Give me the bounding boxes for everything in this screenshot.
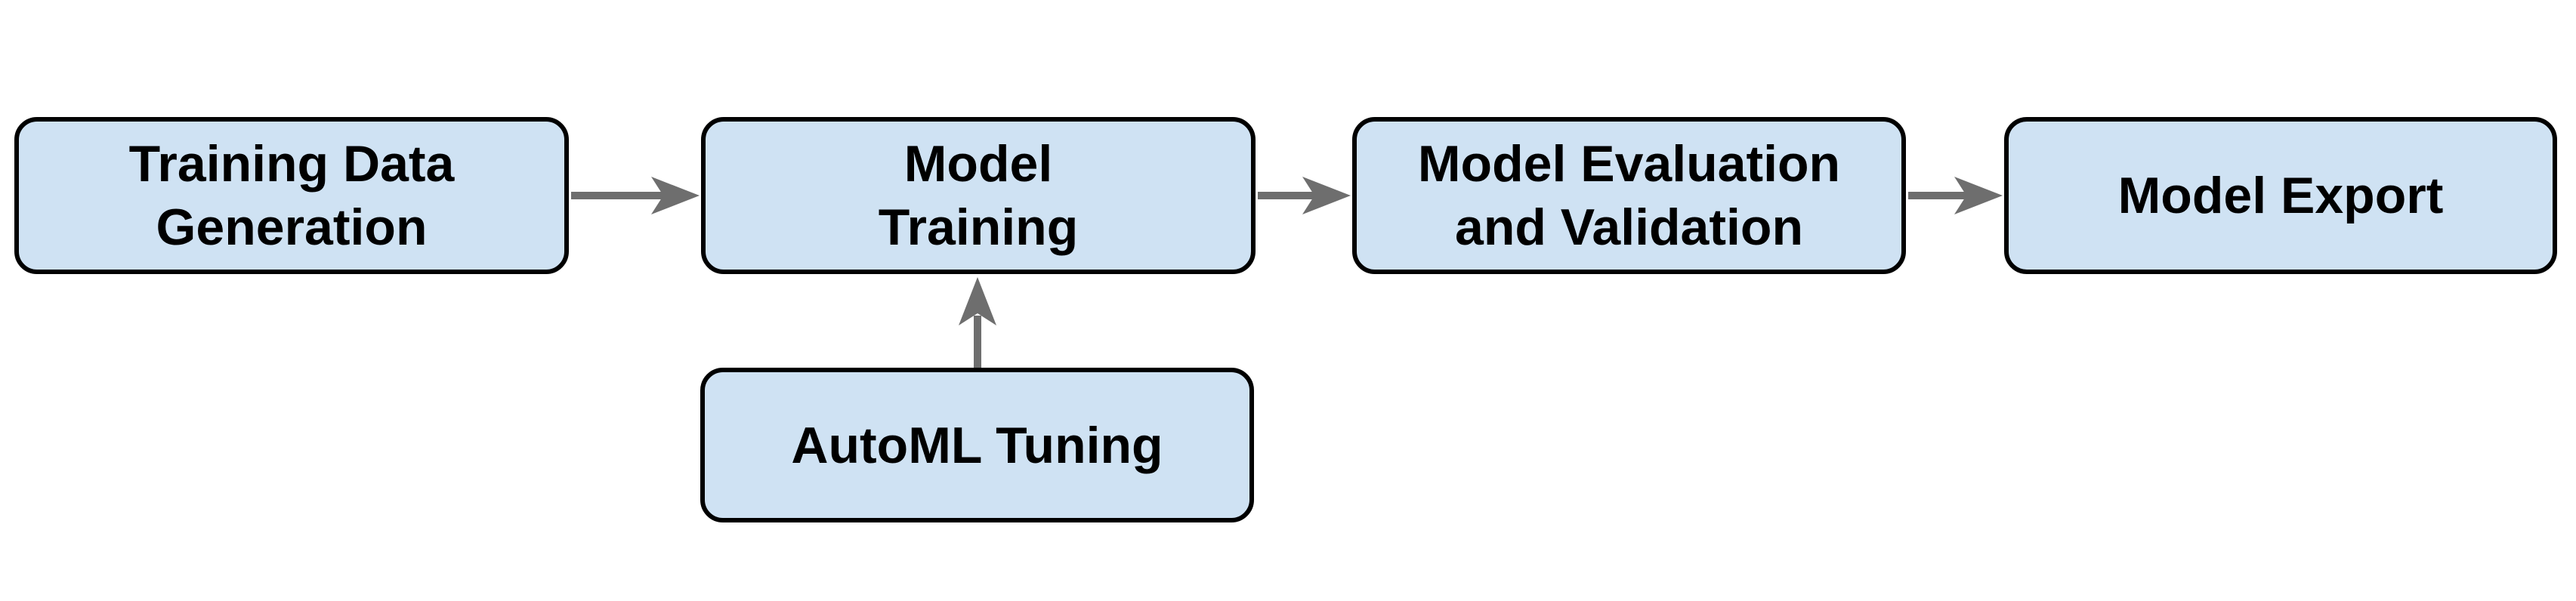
- node-label-line: Model Export: [2117, 167, 2444, 224]
- node-automl-tuning: AutoML Tuning: [700, 368, 1254, 522]
- arrow-training-data-generation-to-model-training: [571, 177, 700, 214]
- node-label-line: Model: [903, 135, 1053, 193]
- node-training-data-generation: Training Data Generation: [14, 117, 569, 274]
- node-model-evaluation-validation: Model Evaluation and Validation: [1352, 117, 1906, 274]
- arrow-model-training-to-model-evaluation: [1258, 177, 1351, 214]
- node-label-line: and Validation: [1455, 199, 1803, 256]
- node-label-line: Model Evaluation: [1417, 135, 1841, 193]
- arrow-automl-tuning-to-model-training: [959, 277, 996, 368]
- node-label-line: Generation: [156, 199, 428, 256]
- node-model-export: Model Export: [2004, 117, 2557, 274]
- node-label-line: Training: [878, 199, 1079, 256]
- node-model-training: Model Training: [701, 117, 1256, 274]
- node-label-line: Training Data: [128, 135, 455, 193]
- node-label-line: AutoML Tuning: [791, 416, 1163, 474]
- arrow-model-evaluation-to-model-export: [1908, 177, 2003, 214]
